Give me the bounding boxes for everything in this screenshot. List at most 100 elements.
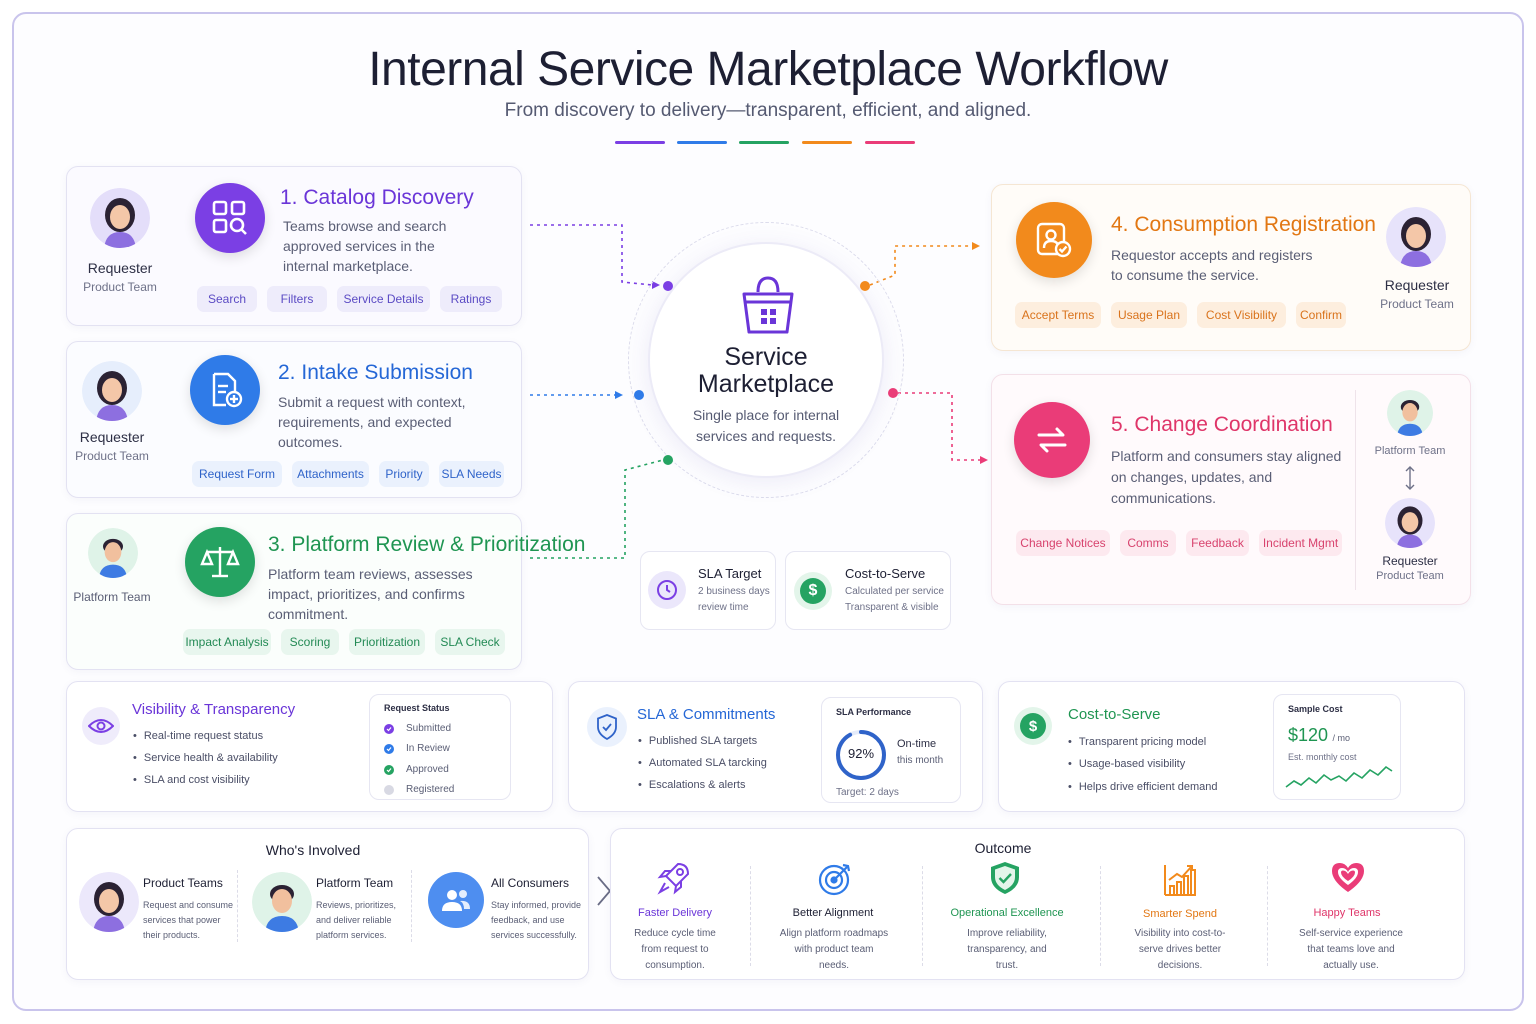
chip-scoring[interactable]: Scoring (281, 629, 339, 655)
person-name: Platform Team (316, 876, 394, 890)
chip-search[interactable]: Search (197, 286, 257, 312)
whos-involved-title: Who's Involved (265, 842, 361, 858)
accent-bar-pink (865, 141, 915, 144)
shield-check-icon (988, 860, 1022, 901)
dollar-icon: $ (1014, 707, 1052, 745)
actor-name: Requester (1384, 277, 1450, 293)
dollar-icon: $ (794, 572, 832, 610)
chip-feedback[interactable]: Feedback (1186, 530, 1249, 556)
outcome-title: Outcome (974, 840, 1032, 856)
outcome-item-title: Faster Delivery (638, 907, 712, 919)
step-title: 4. Consumption Registration (1111, 213, 1376, 236)
cost-title: Cost-to-Serve (1068, 706, 1161, 723)
person-description: Reviews, prioritizes,and deliver reliabl… (316, 900, 397, 940)
sample-cost-amount: $120 / mo (1288, 725, 1351, 745)
platform-team-avatar (88, 528, 138, 578)
platform-team-avatar (1387, 390, 1433, 436)
step-title: 2. Intake Submission (278, 361, 473, 384)
sample-cost-card: Sample Cost $120 / mo Est. monthly cost (1273, 694, 1401, 800)
sla-bullet: Escalations & alerts (638, 779, 746, 791)
sla-target-title: SLA Target (698, 566, 762, 581)
outcome-item-title: Better Alignment (792, 907, 874, 919)
actor-bottom-name: Requester (1382, 554, 1438, 568)
actor-team: Product Team (83, 280, 157, 294)
check-icon (384, 764, 394, 775)
profile-check-icon (1016, 202, 1092, 278)
vertical-arrows-icon (1402, 464, 1418, 497)
sla-percent: 92% (847, 746, 875, 761)
step-description: Submit a request with context,requiremen… (278, 394, 466, 450)
chip-request-form[interactable]: Request Form (192, 461, 282, 487)
hub-dot-green (663, 455, 673, 465)
chip-incident-mgmt[interactable]: Incident Mgmt (1259, 530, 1342, 556)
whos-involved-panel (66, 828, 589, 980)
chip-sla-needs[interactable]: SLA Needs (439, 461, 504, 487)
service-marketplace-hub[interactable] (648, 242, 884, 478)
sync-arrows-icon (1014, 402, 1090, 478)
chip-sla-check[interactable]: SLA Check (435, 629, 505, 655)
chip-accept-terms[interactable]: Accept Terms (1015, 302, 1101, 328)
actor-team: Product Team (75, 449, 149, 463)
request-status-title: Request Status (384, 703, 450, 713)
cost-bullet: Transparent pricing model (1068, 736, 1206, 748)
requester-avatar (82, 361, 142, 421)
status-row-approved: Approved (384, 764, 449, 775)
actor-name: Platform Team (73, 590, 151, 604)
sla-progress-ring (836, 730, 886, 780)
hub-orbit (628, 222, 904, 498)
visibility-bullet: Service health & availability (133, 752, 278, 764)
page-title: Internal Service Marketplace Workflow (368, 43, 1168, 96)
chip-confirm[interactable]: Confirm (1296, 302, 1346, 328)
platform-team-avatar (252, 872, 312, 932)
status-row-in-review: In Review (384, 743, 450, 754)
sla-bullet: Automated SLA tarcking (638, 757, 767, 769)
divider (411, 870, 412, 942)
cost-to-serve-title: Cost-to-Serve (845, 566, 926, 581)
chip-ratings[interactable]: Ratings (440, 286, 502, 312)
chip-attachments[interactable]: Attachments (292, 461, 369, 487)
chip-prioritization[interactable]: Prioritization (349, 629, 425, 655)
chip-comms[interactable]: Comms (1120, 530, 1176, 556)
chip-impact-analysis[interactable]: Impact Analysis (183, 629, 271, 655)
check-icon (384, 723, 394, 734)
cost-sparkline (1285, 765, 1393, 788)
heart-icon (1330, 860, 1366, 899)
divider (237, 870, 238, 942)
outcome-panel (610, 828, 1465, 980)
sla-performance-card: SLA Performance 92% On-time this month T… (821, 697, 961, 803)
chip-change-notices[interactable]: Change Notices (1016, 530, 1110, 556)
status-row-submitted: Submitted (384, 723, 451, 734)
outcome-item-title: Operational Excellence (950, 907, 1064, 919)
divider (750, 866, 751, 966)
status-row-registered: Registered (384, 784, 454, 795)
sample-cost-title: Sample Cost (1288, 704, 1343, 714)
grid-search-icon (195, 183, 265, 253)
chip-usage-plan[interactable]: Usage Plan (1111, 302, 1187, 328)
pending-icon (384, 784, 394, 795)
accent-bar-blue (677, 141, 727, 144)
request-status-card: Request Status Submitted In Review Appro… (369, 694, 511, 800)
step-title: 5. Change Coordination (1111, 413, 1333, 436)
chip-cost-visibility[interactable]: Cost Visibility (1197, 302, 1286, 328)
visibility-bullet: SLA and cost visibility (133, 774, 250, 786)
divider (1100, 866, 1101, 966)
chip-filters[interactable]: Filters (267, 286, 327, 312)
shopping-basket-icon (738, 274, 798, 341)
chip-service-details[interactable]: Service Details (337, 286, 430, 312)
person-name: Product Teams (143, 876, 223, 890)
cost-bullet: Helps drive efficient demand (1068, 781, 1218, 793)
sla-target-line2: review time (698, 602, 749, 613)
chip-priority[interactable]: Priority (379, 461, 429, 487)
accent-bar-purple (615, 141, 665, 144)
cost-to-serve-line2: Transparent & visible (845, 602, 939, 613)
hub-dot-pink (888, 388, 898, 398)
hub-dot-purple (663, 281, 673, 291)
cost-to-serve-line1: Calculated per service (845, 586, 944, 597)
